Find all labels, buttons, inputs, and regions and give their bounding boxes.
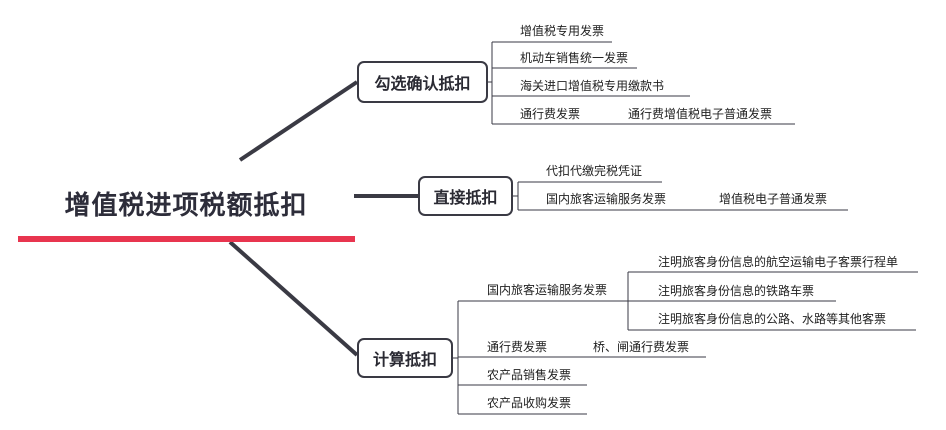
root-node-title: 增值税进项税额抵扣 [64,190,308,221]
leaf-domestic-passenger-invoice: 国内旅客运输服务发票 [546,192,667,206]
bracket-domestic-passenger [627,271,918,331]
leaf-bridge-gate-toll-invoice: 桥、闸通行费发票 [593,340,690,354]
branch-direct-deduction: 直接抵扣 [418,176,513,216]
bracket-calculated-deduction [453,301,459,414]
edge-root-to-checkbox-deduction [238,80,359,162]
root-underline [18,236,355,242]
leaf-toll-vat-e-invoice: 通行费增值税电子普通发票 [628,107,773,121]
leaf-domestic-passenger-invoice-calc: 国内旅客运输服务发票 [487,283,608,297]
leaf-toll-invoice: 通行费发票 [520,107,581,121]
leaf-railway-ticket: 注明旅客身份信息的铁路车票 [658,284,815,298]
bracket-checkbox-deduction [488,42,493,124]
leaf-vat-special-invoice: 增值税专用发票 [520,24,605,38]
leaf-toll-invoice-calc: 通行费发票 [487,340,548,354]
leaf-customs-import-vat: 海关进口增值税专用缴款书 [520,79,665,93]
leaf-road-water-ticket: 注明旅客身份信息的公路、水路等其他客票 [658,312,887,326]
branch-calculated-deduction: 计算抵扣 [357,338,453,378]
leaf-withholding-tax-certificate: 代扣代缴完税凭证 [546,164,643,178]
leaf-agri-sales-invoice: 农产品销售发票 [487,368,572,382]
edge-root-to-calculated-deduction [228,240,359,357]
leaf-agri-purchase-invoice: 农产品收购发票 [487,396,572,410]
leaf-motor-vehicle-invoice: 机动车销售统一发票 [520,51,629,65]
leaf-air-e-ticket-itinerary: 注明旅客身份信息的航空运输电子客票行程单 [658,255,899,269]
bracket-direct-deduction [513,182,519,210]
leaf-vat-e-ordinary-invoice: 增值税电子普通发票 [719,192,828,206]
branch-checkbox-deduction: 勾选确认抵扣 [357,61,488,103]
